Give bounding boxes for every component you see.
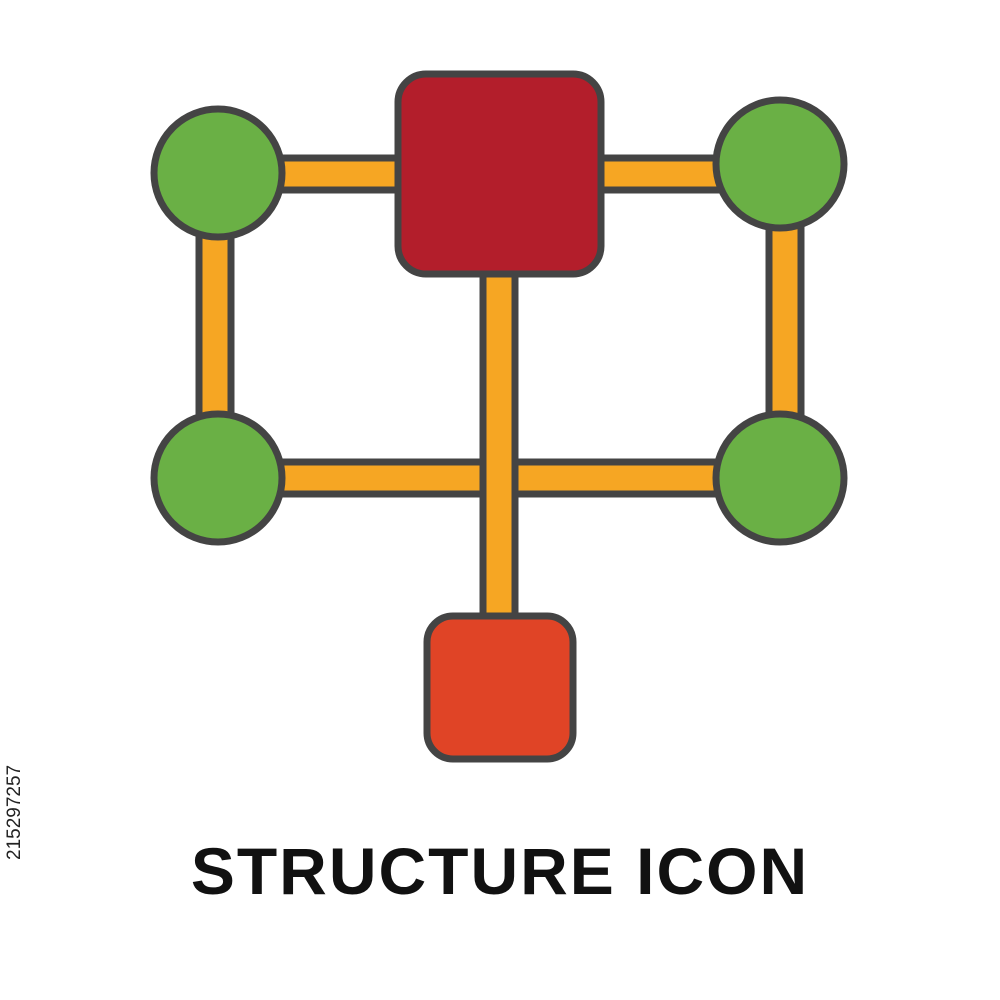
node-top-square — [394, 70, 605, 278]
node-top-right — [712, 96, 848, 232]
connector-center-vertical — [479, 261, 519, 629]
connector-right-vertical — [765, 216, 805, 429]
node-bottom-square — [423, 612, 577, 763]
node-top-left — [150, 105, 286, 241]
connector-top-left — [266, 154, 412, 194]
node-bottom-left — [150, 410, 286, 546]
connector-top-right — [586, 154, 734, 194]
connector-left-vertical — [195, 221, 235, 429]
stock-id-label: 215297257 — [4, 764, 25, 860]
icon-title: STRUCTURE ICON — [190, 834, 810, 908]
node-bottom-right — [712, 410, 848, 546]
